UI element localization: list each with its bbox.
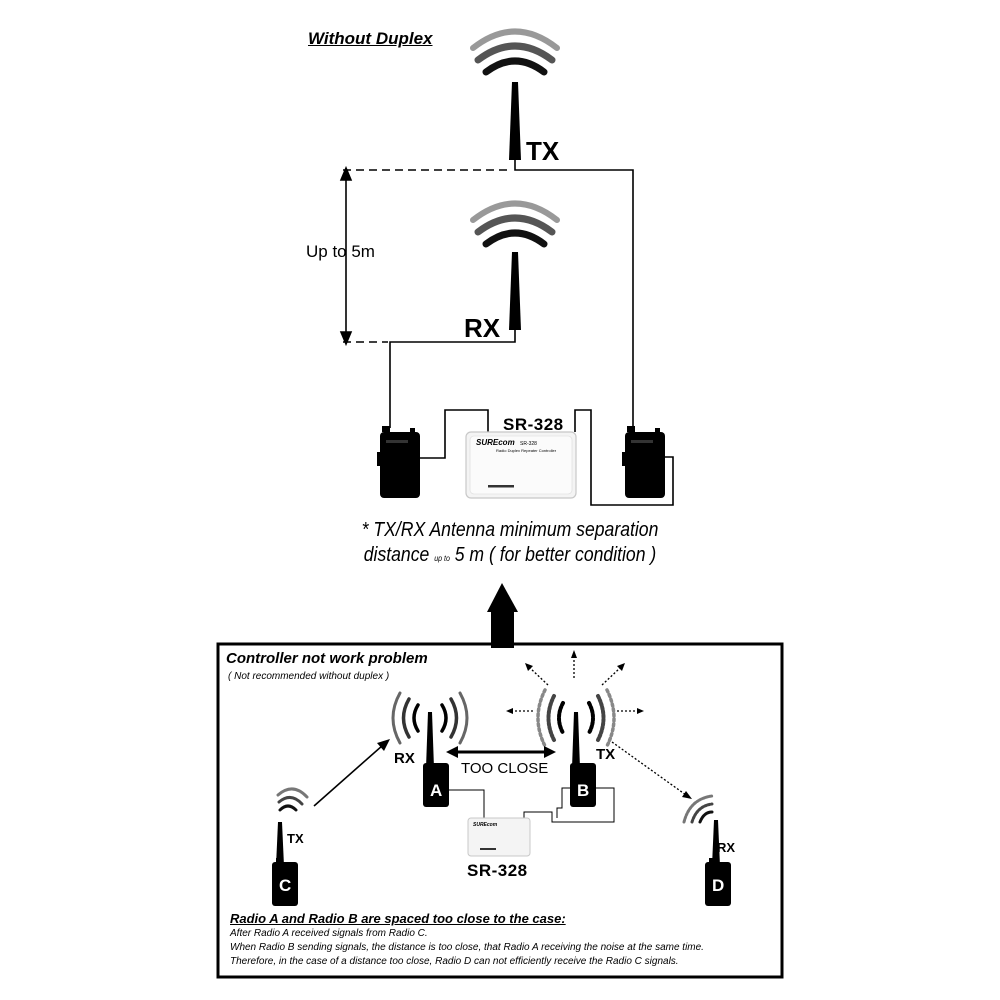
tx-top-antenna-icon bbox=[509, 82, 521, 160]
radio-c-antenna-icon bbox=[276, 822, 284, 866]
rx-top-label: RX bbox=[464, 313, 501, 343]
tx-top-label: TX bbox=[526, 136, 560, 166]
radio-b-waves bbox=[536, 688, 616, 748]
model-label-box: SR-328 bbox=[467, 861, 528, 880]
radio-b-tx-label: TX bbox=[596, 746, 616, 763]
diagram-title: Without Duplex bbox=[308, 29, 433, 48]
radio-d-antenna-icon bbox=[712, 820, 720, 866]
radio-a-antenna-icon bbox=[426, 712, 434, 768]
radio-b-letter: B bbox=[577, 781, 590, 800]
radio-b-signal-arrows bbox=[511, 656, 687, 796]
too-close-arrow bbox=[446, 746, 556, 758]
controller-device-top bbox=[465, 431, 577, 499]
problem-box bbox=[216, 642, 784, 979]
radio-b-antenna-icon bbox=[572, 712, 580, 768]
rx-top-antenna-icon bbox=[509, 252, 521, 330]
controller-brand-model-top: SR-328 bbox=[520, 441, 537, 447]
separation-note: * TX/RX Antenna minimum separation dista… bbox=[360, 518, 659, 571]
radio-a-waves bbox=[391, 691, 469, 745]
radio-d-letter: D bbox=[712, 876, 725, 895]
problem-subtitle: ( Not recommended without duplex ) bbox=[228, 671, 390, 682]
problem-title: Controller not work problem bbox=[226, 650, 428, 667]
signal-arrow-c-to-a bbox=[313, 739, 390, 807]
controller-subtitle-top: Radio Duplex Repeater Controller bbox=[496, 448, 557, 453]
box-cables bbox=[449, 787, 615, 823]
radio-right-icon bbox=[622, 426, 665, 498]
radio-c-tx-label: TX bbox=[287, 831, 304, 846]
footer-title: Radio A and Radio B are spaced too close… bbox=[230, 911, 566, 926]
model-label-top: SR-328 bbox=[503, 415, 564, 434]
radio-d-rx-label: RX bbox=[717, 840, 736, 855]
radio-c-waves bbox=[276, 787, 309, 812]
radio-left-icon bbox=[377, 426, 420, 498]
up-arrow-icon bbox=[487, 583, 518, 648]
controller-brand-top: SUREcom bbox=[476, 438, 515, 447]
distance-label: Up to 5m bbox=[306, 242, 375, 261]
radio-a-rx-label: RX bbox=[394, 750, 415, 767]
separation-note-line2: distance up to 5 m ( for better conditio… bbox=[363, 544, 657, 566]
rx-top-waves bbox=[470, 200, 560, 248]
controller-device-small bbox=[467, 817, 531, 857]
controller-brand-small: SUREcom bbox=[473, 822, 498, 828]
footer-line-2: When Radio B sending signals, the distan… bbox=[230, 942, 704, 953]
radio-c-letter: C bbox=[279, 876, 292, 895]
separation-note-line1: * TX/RX Antenna minimum separation bbox=[361, 519, 659, 541]
too-close-label: TOO CLOSE bbox=[461, 760, 549, 777]
distance-guides bbox=[339, 165, 508, 347]
tx-top-waves bbox=[470, 28, 560, 76]
footer-line-1: After Radio A received signals from Radi… bbox=[230, 928, 428, 939]
radio-a-letter: A bbox=[430, 781, 443, 800]
radio-d-waves bbox=[682, 794, 714, 824]
footer-line-3: Therefore, in the case of a distance too… bbox=[230, 956, 679, 967]
top-cables bbox=[389, 160, 674, 506]
